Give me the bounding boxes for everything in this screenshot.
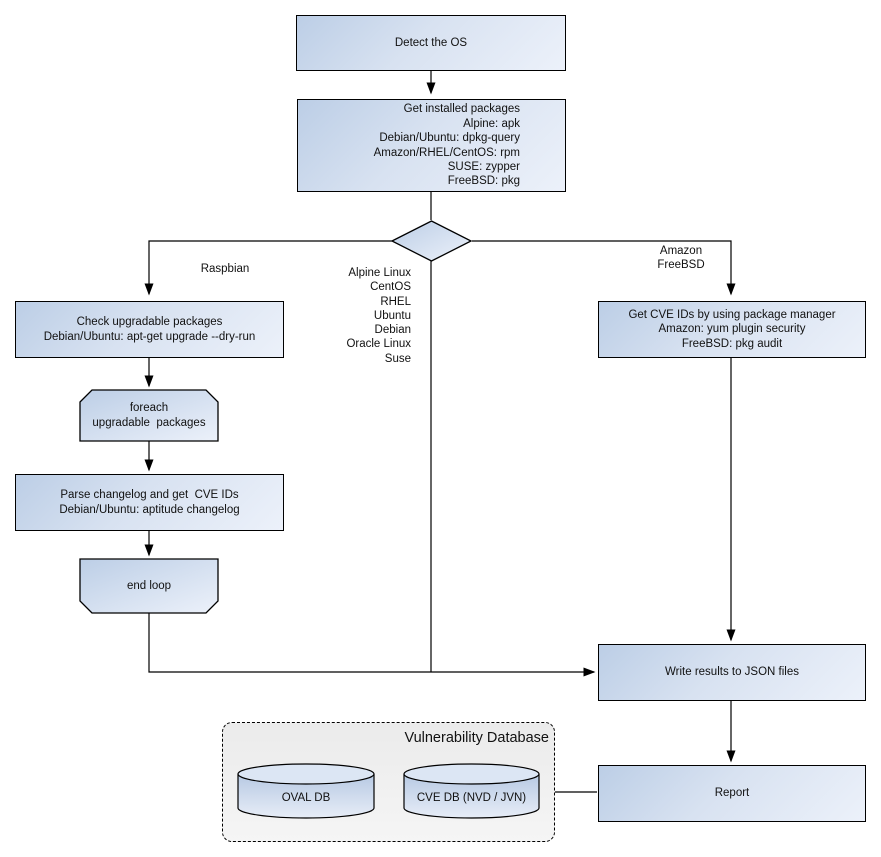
oval-db-cylinder-shape bbox=[237, 763, 375, 819]
oval-db-label: OVAL DB bbox=[281, 792, 331, 804]
node-detect-os-label: Detect the OS bbox=[394, 36, 468, 49]
node-write-results: Write results to JSON files bbox=[598, 644, 866, 701]
node-report: Report bbox=[598, 765, 866, 822]
cylinder-oval-db: OVAL DB bbox=[237, 763, 375, 819]
edge-endloop-to-write-results bbox=[148, 613, 596, 677]
edge-decision-to-get-cve bbox=[472, 240, 736, 296]
node-detect-os: Detect the OS bbox=[296, 15, 566, 71]
node-foreach-loop-label: foreach upgradable packages bbox=[92, 402, 206, 429]
vulnerability-database-title: Vulnerability Database bbox=[404, 730, 549, 746]
decision-diamond bbox=[390, 220, 473, 262]
node-parse-changelog-label: Parse changelog and get CVE IDs Debian/U… bbox=[59, 489, 240, 516]
node-report-label: Report bbox=[714, 787, 750, 800]
cve-db-cylinder-shape bbox=[403, 763, 540, 819]
node-check-upgradable-packages-label: Check upgradable packages Debian/Ubuntu:… bbox=[43, 316, 256, 343]
cve-db-label: CVE DB (NVD / JVN) bbox=[416, 792, 527, 804]
node-write-results-label: Write results to JSON files bbox=[665, 666, 799, 679]
foreach-loop-shape bbox=[79, 389, 219, 442]
cylinder-cve-db: CVE DB (NVD / JVN) bbox=[403, 763, 540, 819]
label-os-list: Alpine Linux CentOS RHEL Ubuntu Debian O… bbox=[346, 267, 411, 365]
node-parse-changelog: Parse changelog and get CVE IDs Debian/U… bbox=[15, 474, 284, 531]
node-get-installed-packages-label: Get installed packages Alpine: apk Debia… bbox=[373, 103, 520, 188]
edge-decision-to-check-upgradable bbox=[144, 240, 392, 296]
node-check-upgradable-packages: Check upgradable packages Debian/Ubuntu:… bbox=[15, 301, 284, 358]
node-get-installed-packages: Get installed packages Alpine: apk Debia… bbox=[297, 99, 566, 192]
label-amazon-freebsd: Amazon FreeBSD bbox=[657, 245, 705, 271]
node-get-cve-ids-label: Get CVE IDs by using package manager Ama… bbox=[628, 308, 836, 350]
node-get-cve-ids: Get CVE IDs by using package manager Ama… bbox=[598, 301, 866, 358]
end-loop-shape bbox=[79, 558, 219, 614]
node-end-loop-label: end loop bbox=[126, 579, 172, 592]
label-raspbian: Raspbian bbox=[200, 263, 250, 275]
